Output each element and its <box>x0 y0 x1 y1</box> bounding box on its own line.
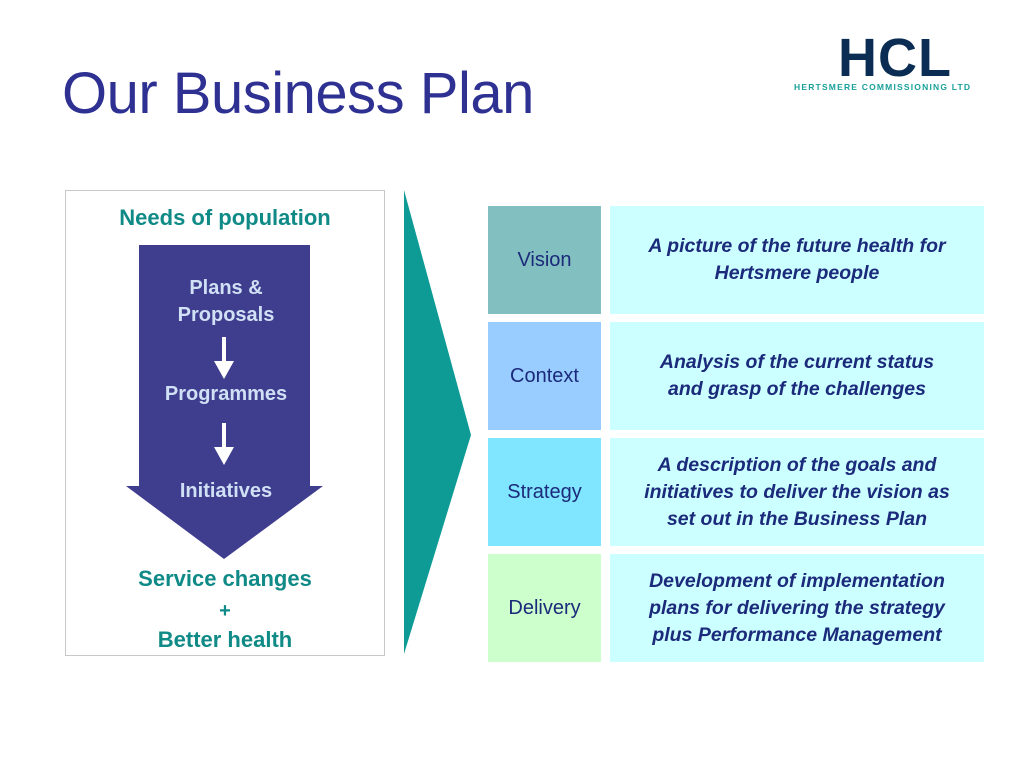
row-desc-delivery: Development of implementation plans for … <box>610 554 984 662</box>
logo-mark: HCL <box>838 28 952 88</box>
row-desc-line: Development of implementation <box>649 569 945 592</box>
row-desc-line: plans for delivering the strategy <box>649 596 945 619</box>
step-programmes: Programmes <box>164 383 288 405</box>
row-desc-context: Analysis of the current status and grasp… <box>610 322 984 430</box>
row-label-delivery: Delivery <box>488 554 601 662</box>
down-arrow-shape <box>126 245 323 559</box>
row-desc-vision: A picture of the future health for Herts… <box>610 206 984 314</box>
step-plans-line2: Proposals <box>177 304 275 326</box>
row-desc-line: A description of the goals and <box>657 453 937 476</box>
arrow-down-icon <box>214 423 234 465</box>
step-initiatives: Initiatives <box>179 480 273 502</box>
row-desc-line: initiatives to deliver the vision as <box>644 480 950 503</box>
big-down-arrow <box>126 245 323 559</box>
row-desc-line: Hertsmere people <box>714 262 880 284</box>
logo-subtitle: HERTSMERE COMMISSIONING LTD <box>794 82 972 92</box>
step-plans-line1: Plans & <box>189 277 263 299</box>
row-label-context: Context <box>488 322 601 430</box>
plus-label: + <box>219 600 231 622</box>
right-chevron-arrow <box>404 190 471 654</box>
row-label-strategy: Strategy <box>488 438 601 546</box>
row-label-vision: Vision <box>488 206 601 314</box>
row-desc-line: and grasp of the challenges <box>668 378 926 400</box>
service-changes-label: Service changes <box>138 566 312 591</box>
row-desc-line: A picture of the future health for <box>648 235 946 257</box>
better-health-label: Better health <box>157 627 293 652</box>
planning-flow-panel: Needs of population Plans & Proposals Pr… <box>65 190 385 656</box>
page-title: Our Business Plan <box>62 61 534 126</box>
arrow-down-icon <box>214 337 234 379</box>
hcl-logo: HCL HERTSMERE COMMISSIONING LTD <box>790 28 1005 100</box>
needs-of-population-label: Needs of population <box>119 205 331 230</box>
row-desc-strategy: A description of the goals and initiativ… <box>610 438 984 546</box>
row-desc-line: plus Performance Management <box>652 623 942 646</box>
row-desc-line: set out in the Business Plan <box>666 507 928 530</box>
row-desc-line: Analysis of the current status <box>659 351 935 373</box>
